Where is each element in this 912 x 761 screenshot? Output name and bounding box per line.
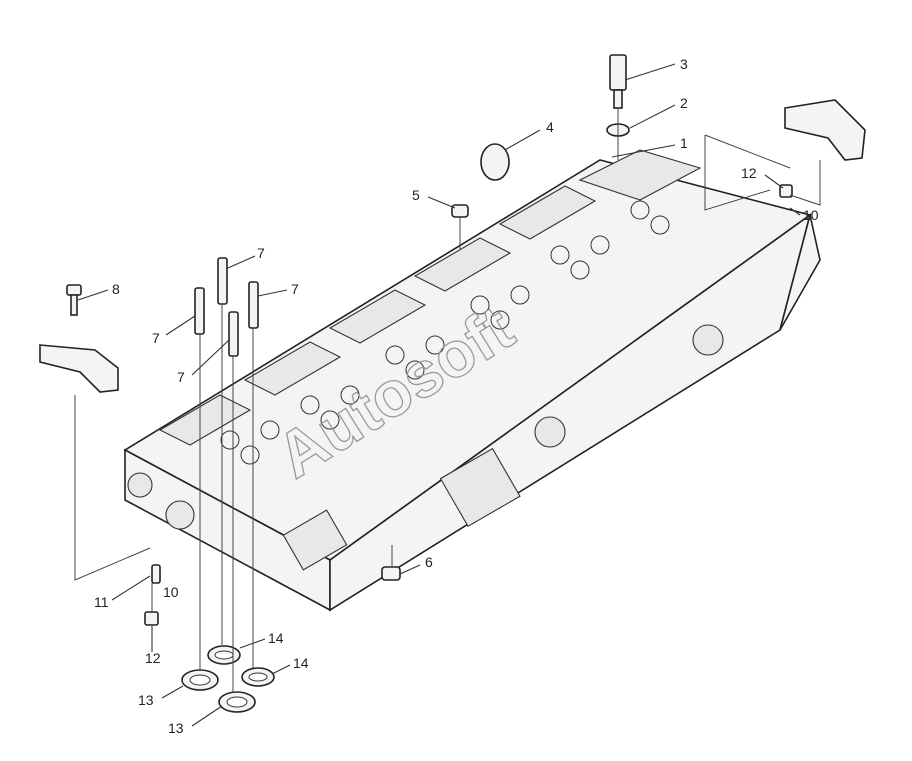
leader-lines bbox=[77, 63, 801, 727]
callout-11: 11 bbox=[94, 594, 109, 610]
alignment-lines bbox=[74, 108, 821, 692]
callout-7: 7 bbox=[177, 369, 185, 385]
callout-6: 6 bbox=[425, 554, 433, 570]
callout-14: 14 bbox=[293, 655, 309, 671]
part-7-studs bbox=[194, 257, 259, 357]
callout-2: 2 bbox=[680, 95, 688, 111]
callout-10: 10 bbox=[163, 584, 179, 600]
part-3-injector bbox=[609, 54, 627, 109]
callout-12: 12 bbox=[145, 650, 161, 666]
callout-7: 7 bbox=[257, 245, 265, 261]
part-11-pin bbox=[151, 564, 161, 584]
callout-13: 13 bbox=[168, 720, 184, 736]
cylinder-head-block bbox=[123, 149, 821, 612]
callout-13: 13 bbox=[138, 692, 154, 708]
part-4-cover-plug bbox=[480, 143, 510, 181]
callout-3: 3 bbox=[680, 56, 688, 72]
part-13-14-seal-rings bbox=[181, 645, 275, 713]
callout-10: 10 bbox=[803, 207, 819, 223]
part-8-bolt bbox=[66, 284, 82, 316]
part-6-plug bbox=[381, 566, 401, 581]
callout-5: 5 bbox=[412, 187, 420, 203]
callout-8: 8 bbox=[112, 281, 120, 297]
callout-7: 7 bbox=[152, 330, 160, 346]
part-5-plug bbox=[451, 204, 469, 218]
callout-4: 4 bbox=[546, 119, 554, 135]
part-12-nut-front bbox=[144, 611, 159, 626]
callout-7: 7 bbox=[291, 281, 299, 297]
callout-1: 1 bbox=[680, 135, 688, 151]
callout-12: 12 bbox=[741, 165, 757, 181]
callout-14: 14 bbox=[268, 630, 284, 646]
lifting-bracket-rear bbox=[784, 99, 866, 161]
lifting-bracket-front bbox=[39, 344, 119, 393]
